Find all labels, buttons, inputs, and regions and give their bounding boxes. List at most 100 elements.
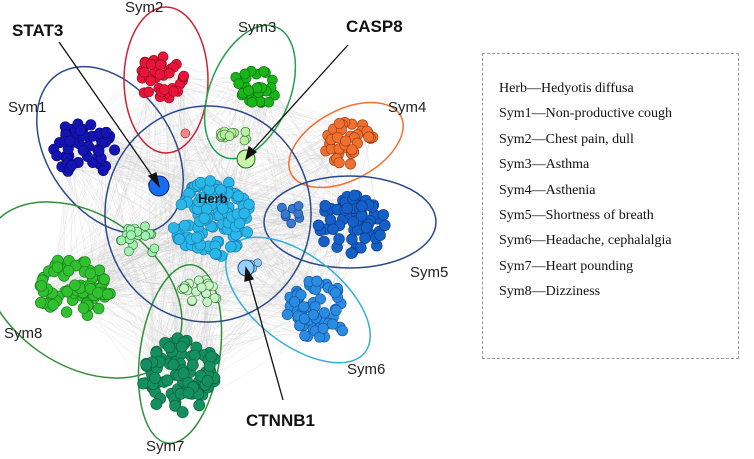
casp8-label: CASP8: [346, 17, 403, 36]
interaction-edge: [154, 68, 156, 379]
network-node: [61, 286, 73, 298]
legend-item-sym3: Sym3—Asthma: [499, 157, 590, 173]
interaction-edge: [156, 80, 183, 384]
network-node: [92, 302, 105, 315]
network-node: [109, 144, 121, 156]
interaction-edge: [98, 91, 178, 156]
network-node: [177, 367, 190, 380]
network-node: [140, 358, 153, 371]
interaction-edge: [78, 61, 146, 130]
interaction-edge: [207, 301, 298, 311]
interaction-edge: [153, 60, 179, 376]
interaction-edge: [167, 123, 353, 381]
network-node: [116, 235, 127, 246]
interaction-edge: [51, 294, 147, 364]
network-node: [51, 261, 64, 273]
network-node: [232, 190, 245, 202]
network-node: [347, 216, 359, 228]
network-node: [224, 131, 235, 141]
stat3-arrow: [58, 41, 154, 178]
interaction-edge: [79, 77, 156, 289]
network-node: [344, 158, 356, 170]
network-node: [66, 159, 78, 171]
network-node: [346, 144, 358, 156]
network-node: [47, 299, 59, 311]
interaction-edge: [120, 240, 170, 348]
network-node: [140, 221, 150, 232]
network-node: [201, 374, 214, 387]
network-node: [101, 288, 114, 300]
interaction-edge: [192, 300, 308, 337]
interaction-edge: [65, 156, 185, 289]
interaction-edge: [146, 91, 174, 367]
interaction-edge: [79, 132, 235, 289]
interaction-edge: [128, 228, 302, 314]
interaction-edge: [78, 129, 362, 215]
legend-item-sym1: Sym1—Non-productive cough: [499, 106, 673, 122]
network-node: [319, 200, 331, 212]
interaction-edge: [65, 156, 212, 357]
network-node: [333, 233, 345, 245]
sym1-cluster: [48, 118, 121, 177]
sym8-label: Sym8: [4, 325, 42, 342]
interaction-edge: [102, 247, 361, 279]
interaction-edge: [103, 294, 329, 324]
interaction-edge: [228, 95, 275, 183]
network-node: [179, 283, 189, 294]
interaction-edge: [72, 132, 299, 298]
interaction-edge: [179, 77, 236, 240]
network-node: [202, 297, 213, 307]
interaction-edge: [103, 127, 338, 171]
network-node: [314, 293, 326, 305]
interaction-edge: [107, 131, 246, 295]
interaction-edge: [205, 137, 355, 294]
network-node: [77, 302, 90, 314]
interaction-edge: [169, 73, 192, 357]
network-node: [175, 198, 188, 211]
interaction-edge: [61, 166, 66, 273]
interaction-edge: [268, 102, 326, 152]
interaction-edge: [52, 201, 200, 294]
network-node: [77, 145, 89, 157]
network-node: [79, 256, 91, 268]
herb-cluster: [167, 175, 255, 262]
network-node: [186, 359, 199, 371]
interaction-edge: [207, 160, 335, 381]
interaction-edge: [178, 239, 187, 289]
interaction-edge: [67, 163, 170, 348]
network-node: [145, 75, 157, 87]
interaction-edge: [170, 142, 358, 360]
network-node: [346, 233, 358, 245]
interaction-edge: [151, 234, 314, 315]
interaction-edge: [319, 138, 371, 338]
network-node: [178, 70, 190, 82]
network-node: [341, 202, 353, 215]
network-node: [164, 67, 175, 79]
herb-label: Herb: [198, 191, 228, 206]
network-node: [333, 118, 345, 130]
network-node: [182, 387, 195, 399]
interaction-edge: [88, 146, 363, 208]
sym1-boundary: [36, 65, 184, 235]
interaction-edge: [143, 92, 202, 288]
interaction-edge: [168, 70, 352, 154]
interaction-edge: [53, 149, 153, 363]
network-node: [330, 304, 342, 316]
network-node: [241, 226, 253, 238]
interaction-edge: [265, 72, 288, 315]
network-node: [318, 307, 330, 319]
interaction-edge: [160, 64, 378, 219]
network-node: [149, 243, 160, 254]
sym6-label: Sym6: [347, 361, 385, 378]
network-node: [179, 219, 191, 232]
network-node: [62, 265, 75, 277]
sym6-cluster: [281, 275, 348, 343]
interaction-edge: [187, 208, 332, 291]
interaction-edge: [149, 87, 247, 234]
interaction-edge: [87, 218, 378, 316]
ctnnb1-arrow: [248, 277, 284, 401]
network-node: [161, 374, 174, 387]
legend-item-sym2: Sym2—Chest pain, dull: [499, 131, 634, 147]
interaction-edge: [91, 63, 162, 296]
network-node: [345, 247, 357, 259]
